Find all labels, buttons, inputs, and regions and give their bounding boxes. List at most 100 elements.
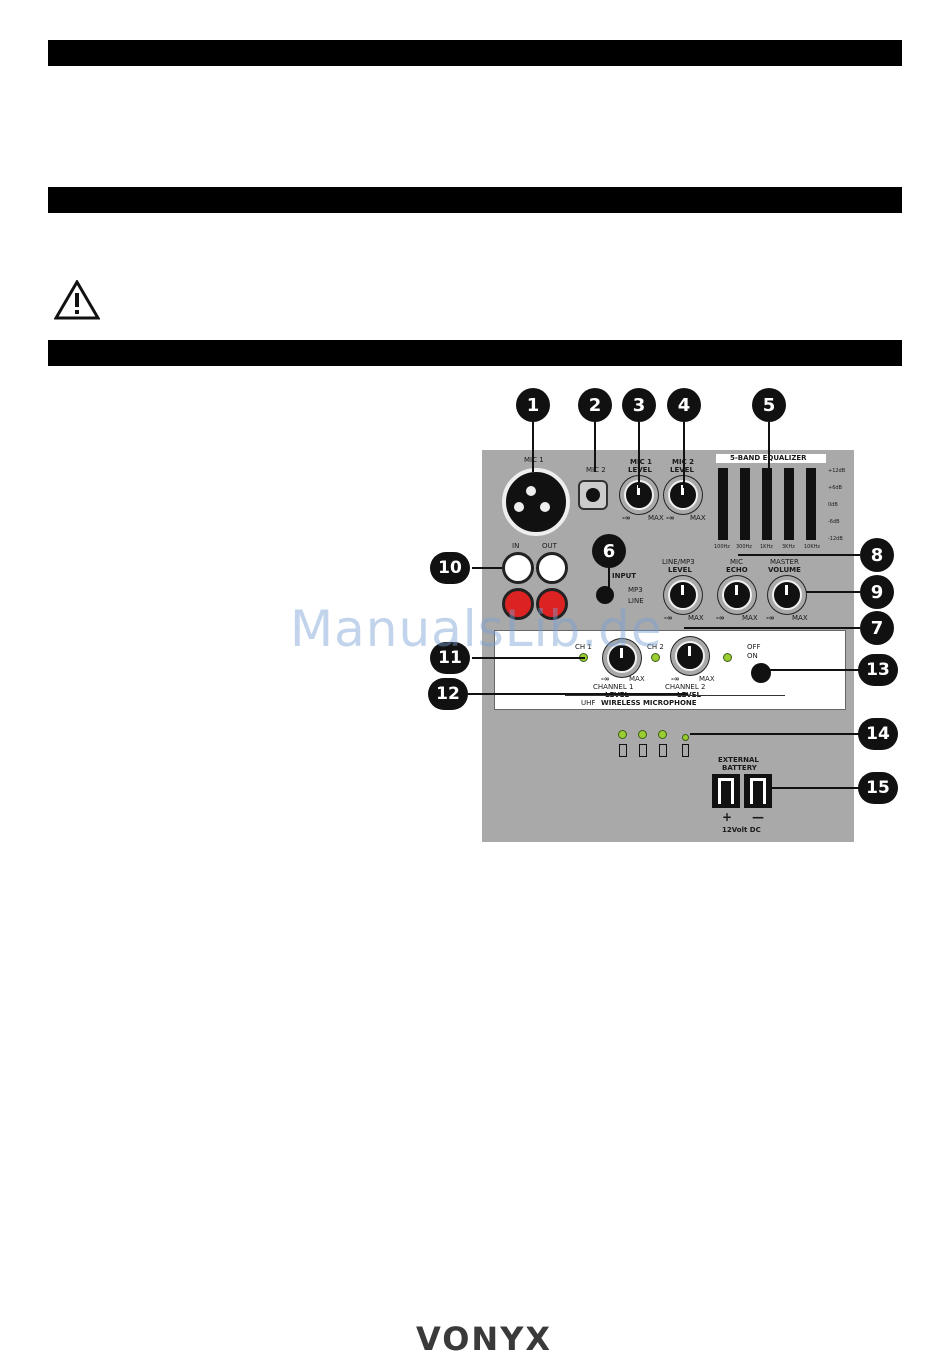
ext-battery-connector-plus[interactable] [712,774,740,808]
wireless-mic-label: WIRELESS MICROPHONE [601,699,697,707]
master-max-label: MAX [792,614,808,622]
channel1-level-knob[interactable] [607,643,637,673]
ch2-led [651,653,660,662]
wireless-divider [565,695,785,696]
eq-slider-100hz[interactable] [718,468,728,540]
ch1-label: CH 1 [575,643,592,651]
callout-9: 9 [860,575,894,609]
eq-freq-4: 3KHz [782,544,795,550]
callout-3: 3 [622,388,656,422]
input-select-button[interactable] [596,586,614,604]
callout-13: 13 [858,654,898,686]
line-label: LINE [628,597,644,605]
battery-led-2 [638,730,647,739]
on-label: ON [747,652,758,660]
eq-db-3: 0dB [828,502,838,508]
eq-freq-2: 300Hz [736,544,752,550]
mic2-level-knob[interactable] [668,480,698,510]
battery-icon-2 [639,744,647,757]
callout-11: 11 [430,642,470,674]
callout-7: 7 [860,611,894,645]
callout-5: 5 [752,388,786,422]
channel2-level-knob[interactable] [675,641,705,671]
callout-1: 1 [516,388,550,422]
callout-15: 15 [858,772,898,804]
watermark: ManualsLib.de [290,600,663,658]
ch1-min-label: -∞ [601,675,610,683]
rca-out-label: OUT [542,542,557,550]
ch2-min-label: -∞ [671,675,680,683]
echo-min-label: -∞ [716,614,725,622]
battery-icon-1 [619,744,627,757]
eq-slider-10khz[interactable] [806,468,816,540]
callout-6: 6 [592,534,626,568]
echo-max-label: MAX [742,614,758,622]
eq-slider-1khz[interactable] [762,468,772,540]
line-level-label-2: LEVEL [668,566,692,574]
ch2-label: CH 2 [647,643,664,651]
channel2-label-1: CHANNEL 2 [665,683,706,691]
plus-label: + [722,810,733,824]
rca-in-red[interactable] [502,588,534,620]
callout-4: 4 [667,388,701,422]
callout-leader-lines [468,422,860,789]
callout-14: 14 [858,718,898,750]
line-max-label: MAX [688,614,704,622]
echo-label-2: ECHO [726,566,748,574]
callout-12: 12 [428,678,468,710]
battery-led-1 [618,730,627,739]
uhf-label: UHF [581,699,596,707]
echo-knob[interactable] [722,580,752,610]
input-label: INPUT [612,572,637,580]
master-volume-knob[interactable] [772,580,802,610]
minus-label: — [752,810,764,824]
callout-8: 8 [860,538,894,572]
mp3-label: MP3 [628,586,643,594]
eq-slider-300hz[interactable] [740,468,750,540]
wireless-power-button[interactable] [751,663,771,683]
voltage-label: 12Volt DC [722,826,761,834]
channel1-label-1: CHANNEL 1 [593,683,634,691]
jack-input-mic2[interactable] [578,480,608,510]
eq-freq-3: 1KHz [760,544,773,550]
eq-db-1: +12dB [828,468,846,474]
master-label-2: VOLUME [768,566,801,574]
master-label-1: MASTER [770,558,799,566]
ext-battery-connector-minus[interactable] [744,774,772,808]
rca-in-white[interactable] [502,552,534,584]
control-panel: MIC 1 MIC 2 MIC 1 LEVEL -∞ MAX MIC 2 LEV… [482,450,854,842]
echo-label-1: MIC [730,558,743,566]
mic1-max-label: MAX [648,514,664,522]
eq-db-5: -12dB [828,536,843,542]
section-bar-2 [48,187,902,213]
mic2-min-label: -∞ [666,514,675,522]
battery-led-3 [658,730,667,739]
battery-icon-3 [659,744,667,757]
section-bar-3 [48,340,902,366]
eq-slider-3khz[interactable] [784,468,794,540]
eq-db-4: -6dB [828,519,840,525]
xlr-input-mic1[interactable] [502,468,570,536]
warning-icon [53,279,101,325]
callout-10: 10 [430,552,470,584]
eq-db-2: +6dB [828,485,842,491]
mic2-level-label-2: LEVEL [670,466,694,474]
master-min-label: -∞ [766,614,775,622]
line-level-knob[interactable] [668,580,698,610]
power-led [723,653,732,662]
ext-battery-label-2: BATTERY [722,764,757,772]
rca-out-white[interactable] [536,552,568,584]
ext-battery-label-1: EXTERNAL [718,756,759,764]
line-min-label: -∞ [664,614,673,622]
rca-out-red[interactable] [536,588,568,620]
brand-logo: VONYX [416,1320,553,1358]
eq-freq-1: 100Hz [714,544,730,550]
ch1-max-label: MAX [629,675,645,683]
mic1-level-label-1: MIC 1 [630,458,653,466]
off-label: OFF [747,643,761,651]
charging-icon [682,744,689,757]
mic1-min-label: -∞ [622,514,631,522]
line-level-label-1: LINE/MP3 [662,558,695,566]
control-panel-figure: MIC 1 MIC 2 MIC 1 LEVEL -∞ MAX MIC 2 LEV… [420,388,940,848]
callout-2: 2 [578,388,612,422]
